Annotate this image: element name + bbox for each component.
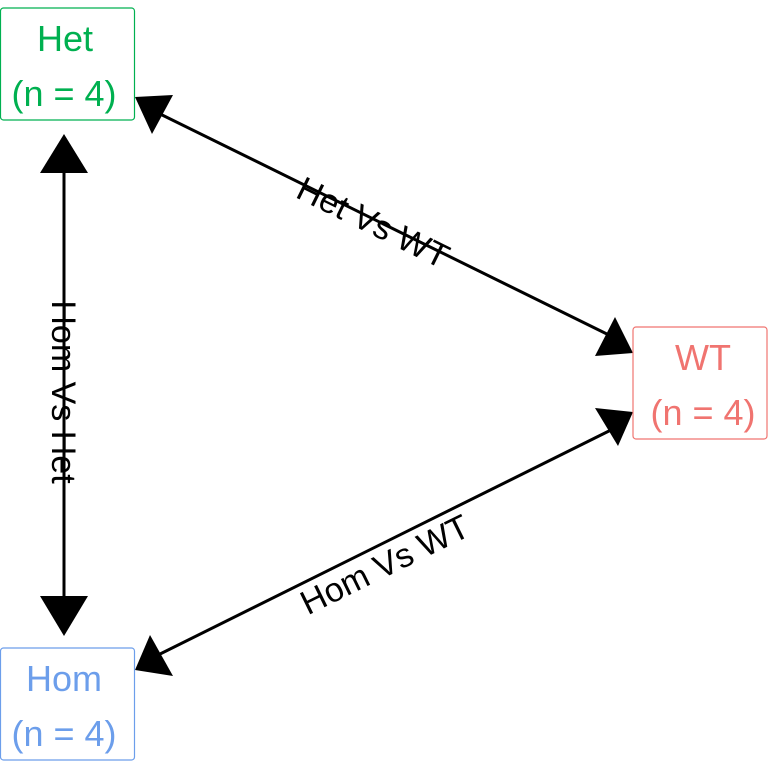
- node-wt-count: (n = 4): [650, 392, 755, 433]
- node-het-count: (n = 4): [11, 73, 116, 114]
- node-hom-name: Hom: [26, 658, 102, 699]
- arrowhead-at-het-vertical: [40, 134, 88, 173]
- edge-hom-wt: Hom Vs WT: [135, 408, 633, 676]
- edge-het-wt-line: [151, 108, 616, 340]
- arrowhead-at-hom-vertical: [40, 596, 88, 636]
- edge-label-hom-vs-wt: Hom Vs WT: [295, 508, 476, 623]
- node-het-box: [0, 7, 136, 121]
- node-het-name: Het: [37, 18, 93, 59]
- arrowhead-at-het: [135, 95, 173, 134]
- node-hom-box: [0, 647, 136, 761]
- edge-hom-het: Hom Vs Het: [40, 134, 88, 636]
- arrowhead-at-wt-lower: [595, 408, 633, 446]
- arrowhead-at-wt: [595, 317, 633, 356]
- node-wt: WT (n = 4): [632, 326, 768, 440]
- node-wt-box: [632, 326, 768, 440]
- edge-label-hom-vs-het: Hom Vs Het: [44, 300, 82, 484]
- edge-het-wt: Het Vs WT: [135, 95, 633, 356]
- node-wt-name: WT: [675, 337, 731, 378]
- node-hom-count: (n = 4): [11, 713, 116, 754]
- arrowhead-at-hom: [135, 635, 173, 676]
- edge-hom-wt-line: [151, 426, 616, 660]
- node-het: Het (n = 4): [0, 7, 136, 121]
- node-hom: Hom (n = 4): [0, 647, 136, 761]
- edge-label-het-vs-wt: Het Vs WT: [291, 170, 455, 277]
